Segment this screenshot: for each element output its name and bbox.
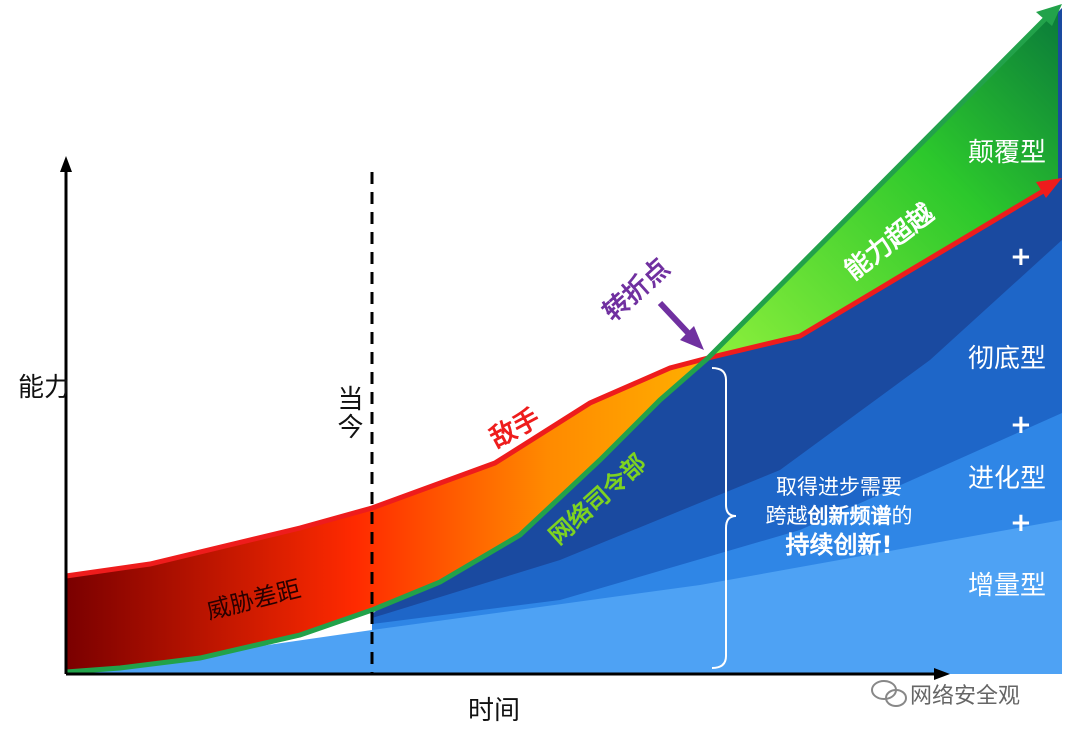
plus-sign-2: +	[1010, 410, 1032, 440]
innovation-note: 取得进步需要 跨越创新频谱的 持续创新!	[744, 473, 934, 560]
note-line-2-suffix: 的	[891, 504, 913, 528]
tier-radical: 彻底型	[968, 344, 1047, 374]
adversary-line	[65, 184, 1052, 579]
watermark: 网络安全观	[910, 678, 1020, 710]
spectrum-bracket	[711, 367, 737, 669]
command-line	[65, 12, 1052, 675]
now-label: 当今	[333, 385, 363, 441]
watermark-text: 网络安全观	[910, 684, 1021, 709]
note-line-2: 跨越创新频谱的	[744, 502, 934, 531]
tier-disruptive: 颠覆型	[968, 138, 1047, 168]
x-axis-arrowhead	[934, 668, 950, 680]
turning-point-arrowhead	[680, 326, 704, 350]
command-arrowhead	[1036, 4, 1062, 26]
note-line-2-prefix: 跨越	[765, 504, 808, 528]
tier-incremental: 增量型	[968, 571, 1047, 601]
tier-evolutionary: 进化型	[968, 464, 1047, 494]
turning-point-arrow	[657, 300, 693, 338]
threat-gap-area	[66, 358, 708, 672]
wechat-icon	[871, 680, 907, 707]
plus-sign-3: +	[1010, 508, 1032, 538]
note-line-1: 取得进步需要	[776, 475, 902, 499]
x-axis-label: 时间	[468, 696, 521, 726]
y-axis-arrowhead	[60, 156, 72, 172]
plus-sign-1: +	[1010, 242, 1032, 272]
band-incremental	[66, 520, 1062, 674]
adversary-arrowhead	[1036, 178, 1062, 198]
y-axis-label: 能力	[18, 373, 71, 403]
note-line-3: 持续创新!	[785, 531, 893, 559]
note-line-2-bold: 创新频谱	[807, 504, 892, 528]
